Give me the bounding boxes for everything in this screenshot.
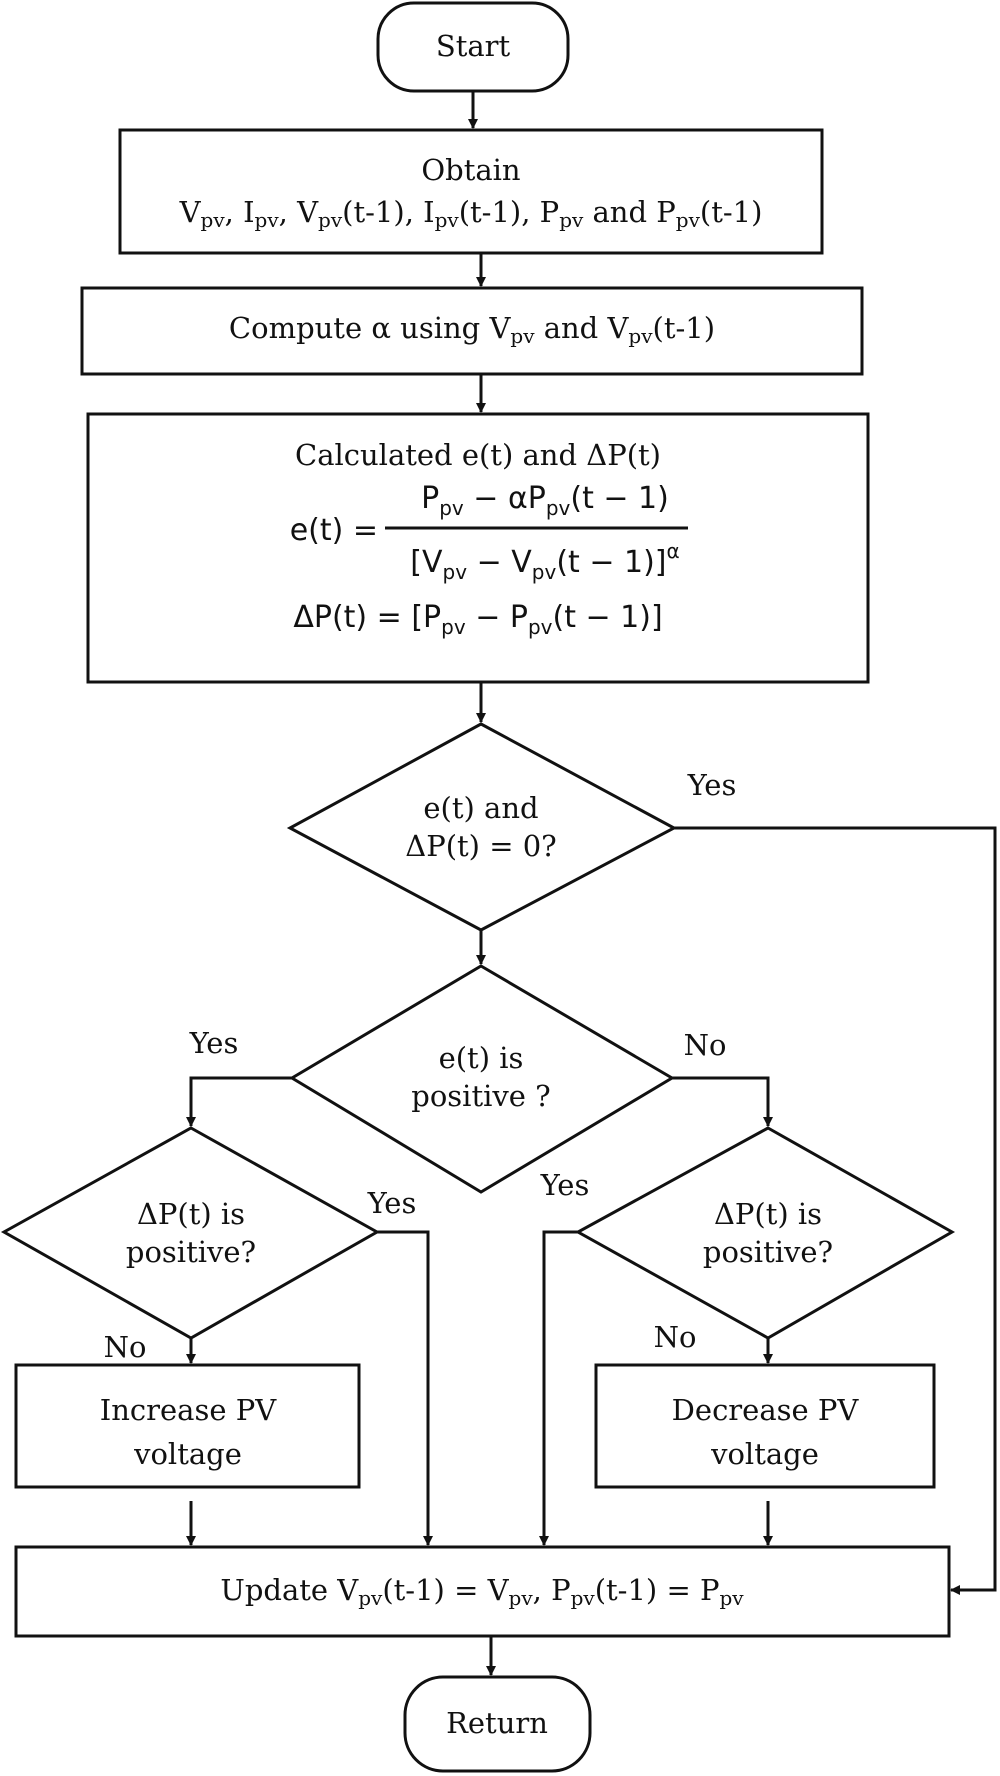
return-label: Return [446,1706,548,1740]
decision-zero-line1: e(t) and [423,791,538,825]
decrease-voltage-box [594,1363,936,1489]
update-box [14,1545,951,1638]
increase-line2: voltage [133,1437,242,1471]
arrow-decision2-yes [186,1076,292,1127]
decision-zero-check [286,722,678,932]
start-label: Start [436,29,511,63]
label-decision3-no: No [104,1330,147,1364]
arrow-decision3-yes-to-update [377,1230,433,1546]
increase-voltage-box [14,1363,361,1489]
delta-p-equation: ΔP(t) = [Ppv − Ppv(t − 1)] [293,600,662,639]
decrease-line2: voltage [710,1437,819,1471]
decision-et-line2: positive ? [411,1079,550,1113]
arrow-decision2-no [672,1076,773,1127]
label-decision4-no: No [654,1320,697,1354]
label-decision1-yes: Yes [687,768,737,802]
calculate-title: Calculated e(t) and ΔP(t) [295,438,661,472]
decision-et-line1: e(t) is [439,1041,524,1075]
arrow-decision4-yes-to-update [539,1230,578,1546]
et-lhs: e(t) = [290,513,378,548]
increase-line1: Increase PV [100,1393,277,1427]
decision-dp-left-line2: positive? [126,1235,256,1269]
decision-dp-positive-right [574,1126,956,1340]
decrease-line1: Decrease PV [672,1393,860,1427]
decision-zero-line2: ΔP(t) = 0? [405,829,556,863]
et-numerator: Ppv − αPpv(t − 1) [421,481,669,520]
return-terminal [403,1675,592,1773]
decision-dp-right-line1: ΔP(t) is [714,1197,822,1231]
label-decision2-no: No [684,1028,727,1062]
decision-dp-right-line2: positive? [703,1235,833,1269]
decision-dp-positive-left [0,1126,381,1340]
label-decision3-yes: Yes [367,1186,417,1220]
obtain-title: Obtain [421,153,520,187]
decision-et-positive [289,964,675,1194]
obtain-box [118,128,824,255]
et-denominator: [Vpv − Vpv(t − 1)]α [410,539,679,584]
label-decision2-yes: Yes [189,1026,239,1060]
obtain-variables: Vpv, Ipv, Vpv(t-1), Ipv(t-1), Ppv and Pp… [179,195,763,232]
compute-box [80,286,864,376]
calculate-box [86,412,870,684]
update-label: Update Vpv(t-1) = Vpv, Ppv(t-1) = Ppv [220,1573,744,1610]
label-decision4-yes: Yes [540,1168,590,1202]
arrow-decision1-yes-to-update [674,826,997,1595]
decision-dp-left-line1: ΔP(t) is [137,1197,245,1231]
compute-label: Compute α using Vpv and Vpv(t-1) [229,311,715,348]
